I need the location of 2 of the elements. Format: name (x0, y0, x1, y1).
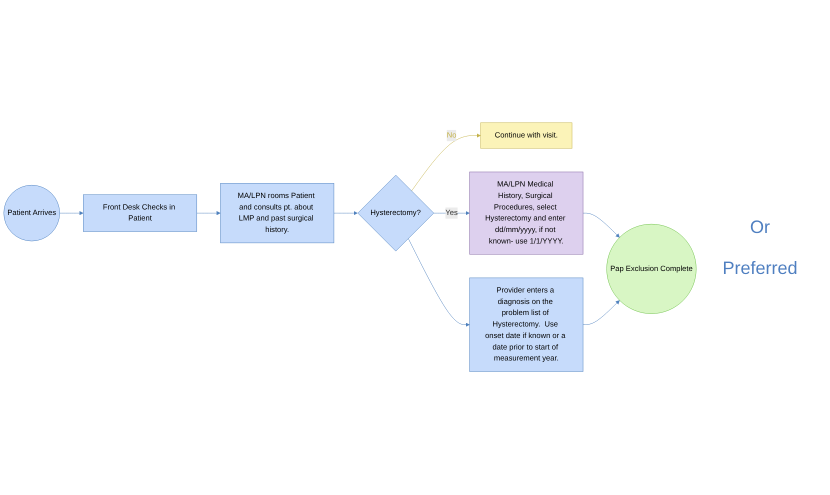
note-label: Or (750, 216, 770, 238)
note-label: Preferred (722, 258, 798, 278)
